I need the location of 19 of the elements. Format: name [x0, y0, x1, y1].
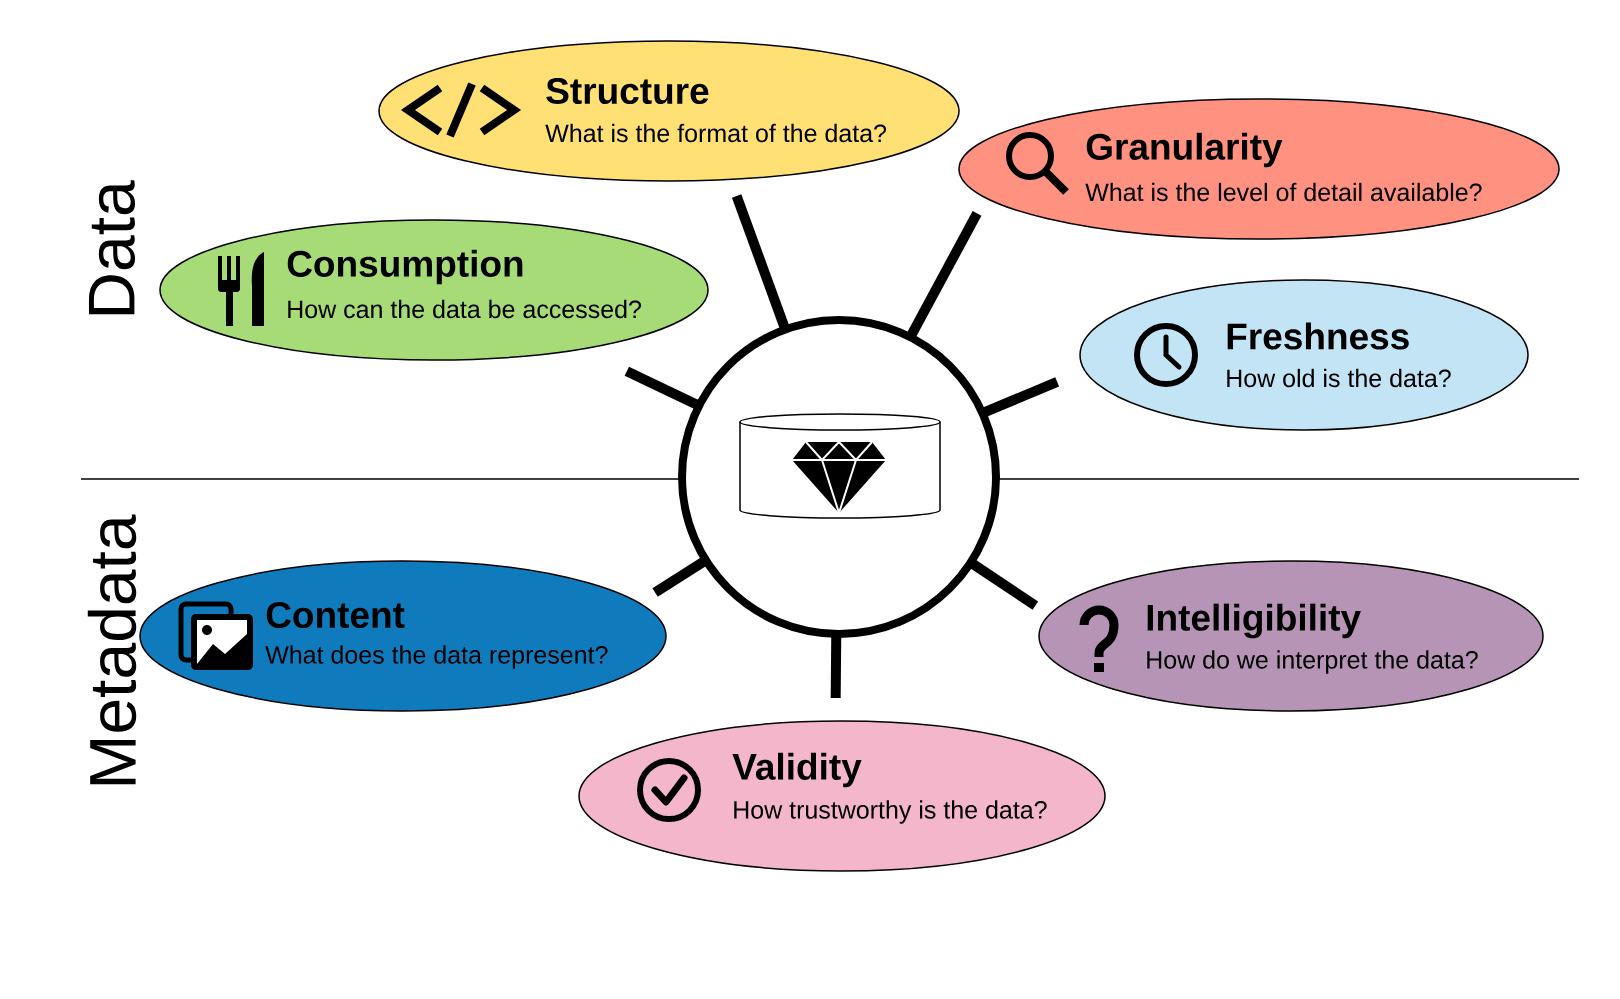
title-text: Intelligibility: [1147, 603, 1361, 639]
section-label: Data: [89, 180, 136, 315]
spoke-line: [652, 555, 709, 597]
title-text: Consumption: [287, 249, 523, 285]
title-text: Validity: [732, 752, 862, 788]
question-text: How do we interpret the data?: [1147, 650, 1478, 674]
question-text: How can the data be accessed?: [288, 299, 641, 319]
title-text: Freshness: [1227, 322, 1409, 350]
question-text: What is the format of the data?: [545, 123, 887, 143]
question-text: How trustworthy is the data?: [734, 800, 1047, 824]
title-text: Granularity: [1086, 132, 1283, 168]
spoke-line: [905, 211, 982, 340]
question-text: How old is the data?: [1227, 368, 1451, 388]
title-text: Content: [266, 601, 405, 629]
question-text: What is the level of detail available?: [1085, 182, 1482, 202]
spoke-line: [980, 377, 1060, 418]
title-text: Structure: [546, 77, 709, 105]
section-label: Metadata: [87, 514, 137, 785]
question-text: What does the data represent?: [265, 645, 608, 669]
